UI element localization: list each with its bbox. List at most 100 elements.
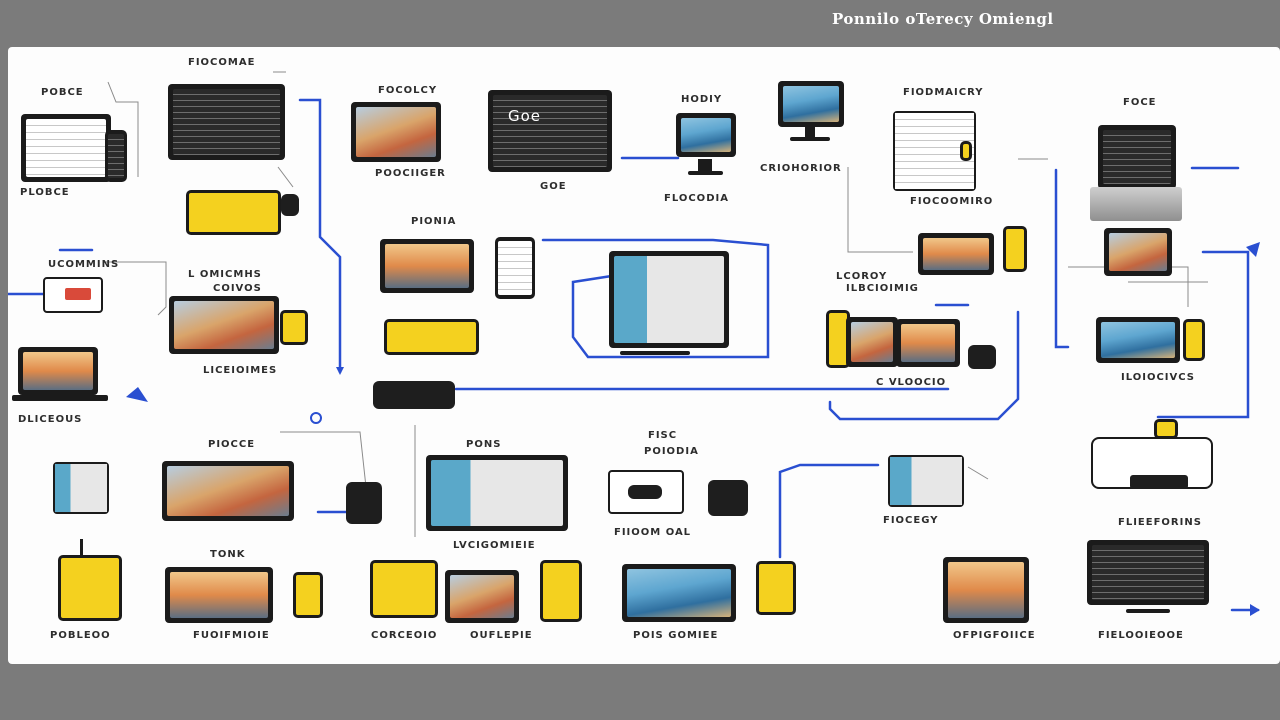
printer-device[interactable] xyxy=(186,190,281,235)
terminal-monitor[interactable] xyxy=(676,113,736,157)
battery-device[interactable] xyxy=(293,572,323,618)
kiosk-panel xyxy=(628,485,662,499)
printer-tray xyxy=(1130,475,1188,489)
label-ofpigfoiice: OFPIGFOIICE xyxy=(953,630,1036,641)
label-fisc: FISC xyxy=(648,430,678,441)
connector xyxy=(1054,168,1070,349)
arrowhead xyxy=(126,387,148,402)
thin-connector xyxy=(847,167,913,253)
label-poocciger: POOCIIGER xyxy=(375,168,446,179)
desk-base xyxy=(790,137,830,141)
desk-stand xyxy=(805,127,815,137)
monitoring-stand xyxy=(1126,609,1170,613)
connector-lines xyxy=(8,71,1260,616)
central-monitor[interactable] xyxy=(488,90,612,172)
label-foce: FOCE xyxy=(1123,97,1157,108)
tablet-stand xyxy=(620,351,690,355)
server-monitor[interactable] xyxy=(1098,125,1176,189)
label-ucommins: UCOMMINS xyxy=(48,259,120,270)
label-flieeforins: FLIEEFORINS xyxy=(1118,517,1202,528)
main-tablet[interactable] xyxy=(609,251,729,348)
label-c-vloocio: C VLOOCIO xyxy=(876,377,947,388)
label-coivos: COIVOS xyxy=(213,283,262,294)
speaker-device[interactable] xyxy=(58,555,122,621)
laptop-device[interactable] xyxy=(18,347,98,395)
arrowhead xyxy=(1250,604,1260,616)
hub-device[interactable] xyxy=(280,310,308,345)
label-liceioimes: LICEIOIMES xyxy=(203,365,278,376)
wide-display[interactable] xyxy=(918,233,994,275)
connector xyxy=(828,310,1020,421)
controller-box[interactable] xyxy=(968,345,996,369)
switch-device[interactable] xyxy=(384,319,479,355)
label-lcoroy: LCOROY xyxy=(836,271,888,282)
label-corceoio: CORCEOIO xyxy=(371,630,438,641)
desk-monitor[interactable] xyxy=(778,81,844,127)
monitor-device[interactable] xyxy=(21,114,111,182)
label-dliceous: DLICEOUS xyxy=(18,414,83,425)
scanner-device[interactable] xyxy=(370,560,438,618)
bag-device[interactable] xyxy=(346,482,382,524)
connector xyxy=(778,463,880,559)
card-reader[interactable] xyxy=(281,194,299,216)
label-poiodia: POIODIA xyxy=(644,446,699,457)
thin-connector xyxy=(280,431,367,488)
thin-connector xyxy=(107,81,139,177)
thin-connector xyxy=(967,466,989,480)
label-fiocegy: FIOCEGY xyxy=(883,515,939,526)
server-chassis[interactable] xyxy=(1090,187,1182,221)
laptop-base xyxy=(12,395,108,401)
tv-device[interactable] xyxy=(162,461,294,521)
label-fuoifmioie: FUOIFMIOIE xyxy=(193,630,270,641)
monitor-stand xyxy=(698,159,712,173)
monitoring-monitor[interactable] xyxy=(1087,540,1209,605)
rack-display[interactable] xyxy=(1104,228,1172,276)
diagram-board: POBCE PLOBCE UCOMMINS DLICEOUS POBLEOO F… xyxy=(8,47,1280,664)
media-monitor[interactable] xyxy=(351,102,441,162)
label-fiodmaicry: FIODMAICRY xyxy=(903,87,984,98)
compact-display[interactable] xyxy=(846,317,898,367)
tag-device xyxy=(960,141,972,161)
screen-device[interactable] xyxy=(165,567,273,623)
arrowhead xyxy=(1246,242,1260,257)
connector xyxy=(298,98,342,374)
page-title: Ponnilo oTerecy Omiengl xyxy=(832,10,1054,28)
router-indicator xyxy=(65,288,91,300)
label-goe: GOE xyxy=(540,181,567,192)
label-hodiy: HODIY xyxy=(681,94,723,105)
power-device[interactable] xyxy=(1183,319,1205,361)
antenna xyxy=(80,539,83,557)
dashboard-monitor[interactable] xyxy=(168,84,285,160)
label-plobce: PLOBCE xyxy=(20,187,70,198)
control-monitor[interactable] xyxy=(1096,317,1180,363)
tablet-device[interactable] xyxy=(53,462,109,514)
screen-caption: Goe xyxy=(508,107,542,125)
gateway-device[interactable] xyxy=(373,381,455,409)
handheld-device[interactable] xyxy=(756,561,796,615)
connector xyxy=(541,238,770,359)
label-pobleoo: POBLEOO xyxy=(50,630,111,641)
label-fiocomae: FIOCOMAE xyxy=(188,57,256,68)
label-pons: PONS xyxy=(466,439,502,450)
label-fiocoomiro: FIOCOOMIRO xyxy=(910,196,994,207)
display-device[interactable] xyxy=(169,296,279,354)
printer-cartridge xyxy=(1154,419,1178,439)
plug-device[interactable] xyxy=(1003,226,1027,272)
label-ouflepie: OUFLEPIE xyxy=(470,630,533,641)
photo-frame[interactable] xyxy=(943,557,1029,623)
panel-display[interactable] xyxy=(380,239,474,293)
small-monitor[interactable] xyxy=(445,570,519,623)
split-monitor[interactable] xyxy=(622,564,736,622)
secondary-display[interactable] xyxy=(896,319,960,367)
connector xyxy=(1156,250,1250,419)
label-pois-gomiee: POIS GOMIEE xyxy=(633,630,719,641)
mobile-device[interactable] xyxy=(495,237,535,299)
camera-device[interactable] xyxy=(540,560,582,622)
monitor-base xyxy=(688,171,723,175)
info-panel[interactable] xyxy=(888,455,964,507)
camera-cube[interactable] xyxy=(708,480,748,516)
workstation-monitor[interactable] xyxy=(426,455,568,531)
label-focolcy: FOCOLCY xyxy=(378,85,438,96)
phone-device[interactable] xyxy=(105,130,127,182)
label-lvcigomieie: LVCIGOMIEIE xyxy=(453,540,536,551)
